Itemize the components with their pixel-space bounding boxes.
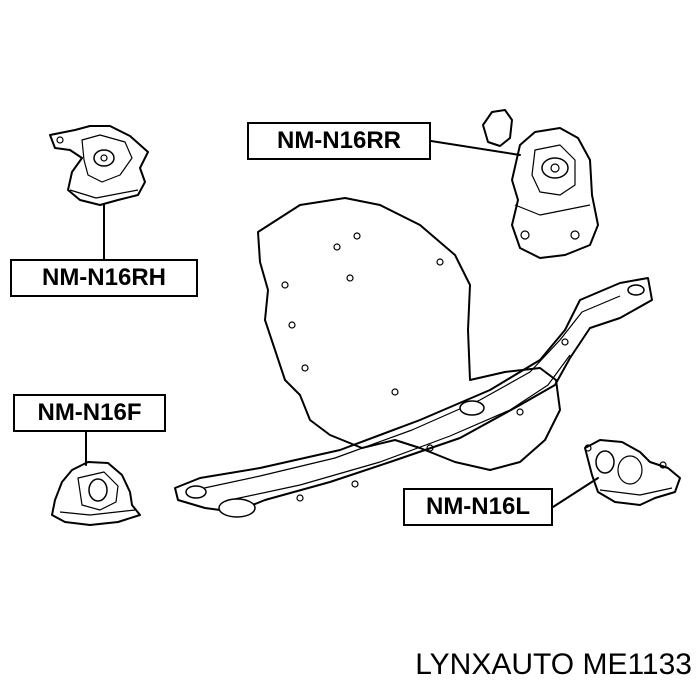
mount-l — [584, 439, 681, 506]
label-nm-n16rh: NM-N16RH — [10, 259, 198, 297]
mount-f — [51, 461, 141, 526]
label-nm-n16f: NM-N16F — [13, 394, 166, 432]
label-nm-n16l: NM-N16L — [403, 488, 553, 526]
engine-block — [257, 197, 561, 471]
mount-rr — [482, 109, 599, 259]
label-nm-n16rr: NM-N16RR — [247, 122, 431, 160]
mount-rh — [49, 125, 149, 206]
subframe-crossmember — [174, 277, 653, 518]
brand-caption: LYNXAUTO ME1133 — [415, 648, 692, 681]
leader-lines — [85, 140, 599, 508]
